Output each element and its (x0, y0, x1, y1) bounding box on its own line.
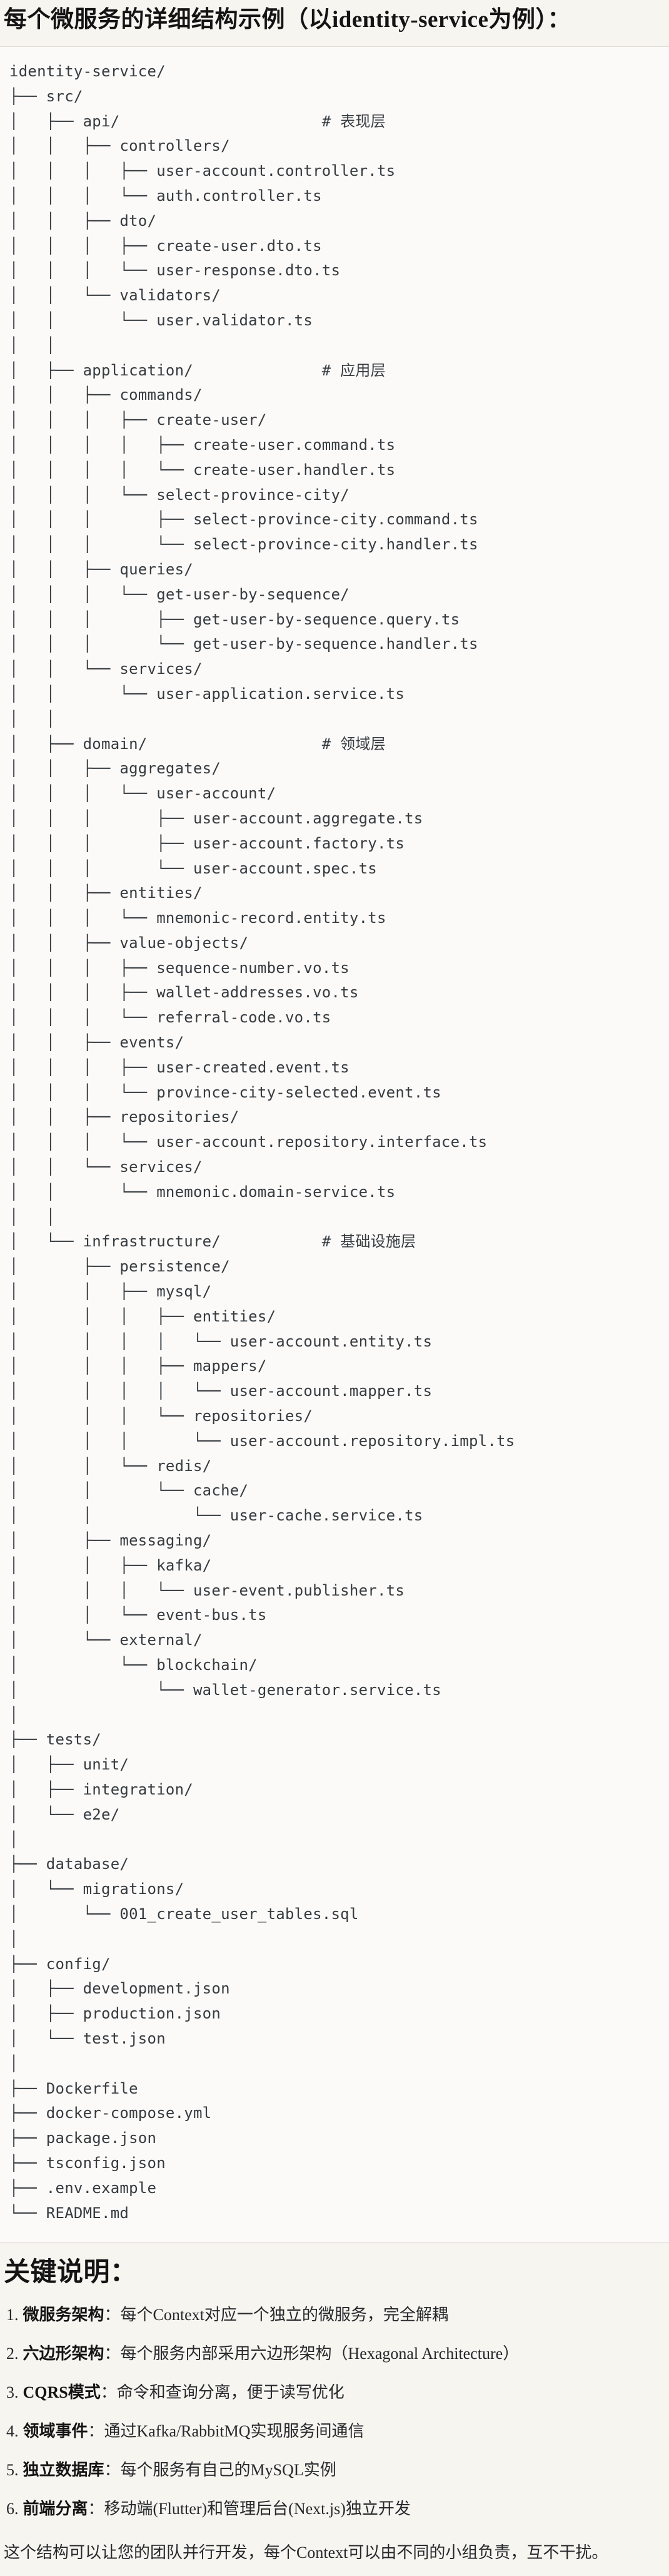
item-desc: 每个Context对应一个独立的微服务，完全解耦 (120, 2306, 448, 2324)
list-item: 5.独立数据库：每个服务有自己的MySQL实例 (6, 2459, 665, 2482)
list-item: 1.微服务架构：每个Context对应一个独立的微服务，完全解耦 (6, 2304, 665, 2326)
item-desc: 每个服务内部采用六边形架构（Hexagonal Architecture） (120, 2344, 520, 2363)
list-item: 3.CQRS模式：命令和查询分离，便于读写优化 (6, 2381, 665, 2404)
directory-tree: identity-service/ ├── src/ │ ├── api/ # … (9, 63, 515, 2222)
item-colon: ： (100, 2383, 117, 2402)
item-desc: 移动端(Flutter)和管理后台(Next.js)独立开发 (104, 2500, 411, 2518)
item-number: 2. (6, 2344, 19, 2363)
item-colon: ： (104, 2461, 121, 2480)
notes-heading: 关键说明： (4, 2258, 137, 2288)
notes-list: 1.微服务架构：每个Context对应一个独立的微服务，完全解耦 2.六边形架构… (0, 2304, 669, 2520)
item-desc: 通过Kafka/RabbitMQ实现服务间通信 (104, 2422, 365, 2441)
item-colon: ： (104, 2306, 121, 2324)
list-item: 4.领域事件：通过Kafka/RabbitMQ实现服务间通信 (6, 2420, 665, 2443)
item-colon: ： (88, 2500, 104, 2518)
closing-paragraph: 这个结构可以让您的团队并行开发，每个Context可以由不同的小组负责，互不干扰… (4, 2543, 608, 2562)
page-title: 每个微服务的详细结构示例（以identity-service为例）： (4, 7, 571, 33)
item-term: 六边形架构 (23, 2344, 104, 2363)
item-desc: 每个服务有自己的MySQL实例 (120, 2461, 336, 2480)
item-colon: ： (104, 2344, 121, 2363)
item-term: 前端分离 (23, 2500, 88, 2518)
directory-tree-block: identity-service/ ├── src/ │ ├── api/ # … (0, 46, 669, 2243)
item-number: 3. (6, 2383, 19, 2402)
list-item: 2.六边形架构：每个服务内部采用六边形架构（Hexagonal Architec… (6, 2343, 665, 2365)
item-number: 1. (6, 2306, 19, 2324)
item-term: 独立数据库 (23, 2461, 104, 2480)
item-number: 4. (6, 2422, 19, 2441)
item-term: 微服务架构 (23, 2306, 104, 2324)
item-number: 6. (6, 2500, 19, 2518)
item-number: 5. (6, 2461, 19, 2480)
item-term: CQRS模式 (23, 2383, 101, 2402)
list-item: 6.前端分离：移动端(Flutter)和管理后台(Next.js)独立开发 (6, 2498, 665, 2520)
item-desc: 命令和查询分离，便于读写优化 (116, 2383, 345, 2402)
item-term: 领域事件 (23, 2422, 88, 2441)
item-colon: ： (88, 2422, 104, 2441)
